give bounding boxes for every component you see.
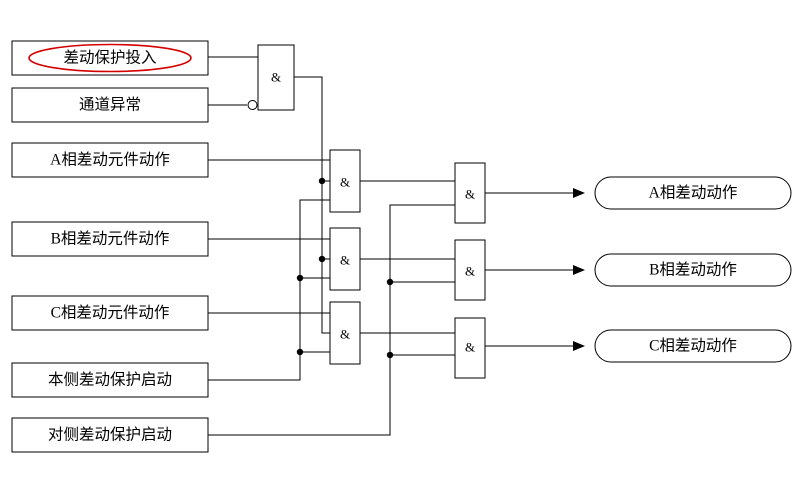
- and-gates: & & & & & & &: [257, 44, 486, 379]
- input-box-diff-protection-enabled: [11, 40, 209, 76]
- junction-dot: [318, 255, 326, 263]
- input-label-diff-protection-enabled: 差动保护投入: [63, 49, 156, 67]
- and-gate-phase-c-1: [329, 301, 361, 365]
- input-box-channel-abnormal: [11, 87, 209, 123]
- and-gate-phase-b-2-symbol: &: [465, 264, 475, 279]
- wire-remote-start-bus: [208, 204, 455, 436]
- junction-dot: [296, 274, 304, 282]
- input-boxes: 差动保护投入 通道异常 A相差动元件动作 B相差动元件动作 C相差动元件动作 本…: [11, 40, 209, 453]
- and-gate-enable-symbol: &: [271, 70, 281, 85]
- junction-dot: [386, 351, 394, 359]
- and-gate-phase-a-1-symbol: &: [340, 175, 350, 190]
- input-label-phase-a-element: A相差动元件动作: [50, 151, 170, 169]
- red-highlight-ellipse: [28, 43, 192, 73]
- input-box-remote-start: [11, 417, 209, 453]
- and-gate-phase-b-2: [454, 239, 486, 301]
- junction-dot: [318, 177, 326, 185]
- input-label-channel-abnormal: 通道异常: [79, 96, 141, 114]
- output-shape-phase-b: [594, 253, 792, 287]
- output-shape-phase-a: [594, 176, 792, 210]
- output-label-phase-c: C相差动动作: [649, 337, 737, 355]
- and-gate-phase-b-1: [329, 227, 361, 291]
- input-box-local-start: [11, 362, 209, 398]
- wires: [208, 56, 585, 436]
- and-gate-phase-c-1-symbol: &: [340, 327, 350, 342]
- wire-local-start-bus: [208, 199, 330, 381]
- junction-dots: [296, 177, 394, 359]
- input-label-phase-b-element: B相差动元件动作: [51, 230, 170, 248]
- output-shapes: A相差动动作 B相差动动作 C相差动动作: [594, 176, 792, 363]
- input-box-phase-b-element: [11, 221, 209, 257]
- and-gate-phase-a-2-symbol: &: [465, 187, 475, 202]
- and-gate-phase-c-2: [454, 317, 486, 379]
- and-gate-phase-c-2-symbol: &: [465, 340, 475, 355]
- and-gate-enable: [257, 44, 295, 111]
- input-box-phase-a-element: [11, 142, 209, 178]
- not-bubble-icon: [247, 100, 258, 110]
- output-shape-phase-c: [594, 329, 792, 363]
- input-label-phase-c-element: C相差动元件动作: [51, 304, 170, 322]
- output-label-phase-a: A相差动动作: [649, 184, 738, 202]
- input-label-local-start: 本侧差动保护启动: [48, 371, 172, 389]
- junction-dot: [296, 348, 304, 356]
- input-label-remote-start: 对侧差动保护启动: [48, 426, 172, 444]
- and-gate-phase-b-1-symbol: &: [340, 253, 350, 268]
- and-gate-phase-a-2: [454, 162, 486, 224]
- wire-gate1-enable-bus: [294, 76, 330, 334]
- input-box-phase-c-element: [11, 295, 209, 331]
- and-gate-phase-a-1: [329, 149, 361, 213]
- output-label-phase-b: B相差动动作: [649, 261, 737, 279]
- junction-dot: [386, 278, 394, 286]
